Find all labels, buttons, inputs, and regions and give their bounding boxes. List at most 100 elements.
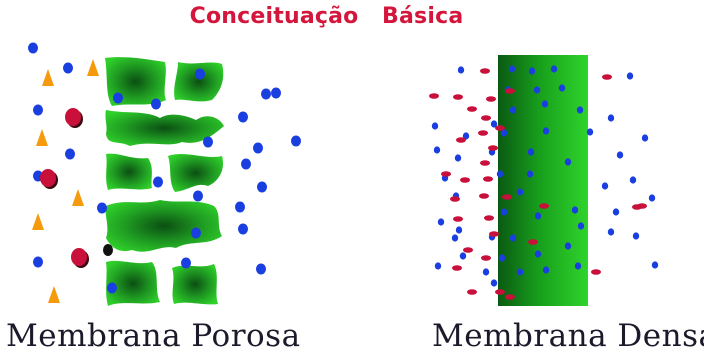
orange-triangle-icon	[42, 69, 54, 86]
orange-triangle-icon	[87, 59, 99, 76]
red-dot-icon	[483, 176, 493, 182]
red-dot-icon	[484, 215, 494, 221]
orange-triangle-icon	[72, 189, 84, 206]
red-dot-icon	[488, 145, 498, 151]
red-dot-icon	[495, 289, 505, 295]
red-dot-icon	[467, 106, 477, 112]
blue-dot-icon	[508, 65, 516, 73]
blue-dot-icon	[462, 132, 470, 140]
blue-dot-icon	[641, 134, 649, 142]
porous-membrane-caption: Membrana Porosa	[6, 318, 301, 354]
red-dot-icon	[591, 269, 601, 275]
blue-dot-icon	[632, 232, 640, 240]
red-dot-icon	[456, 137, 466, 143]
blue-dot-icon	[626, 72, 634, 80]
blue-dot-icon	[33, 104, 43, 116]
dense-membrane-caption: Membrana Densa	[432, 318, 704, 354]
blue-dot-icon	[63, 62, 73, 74]
blue-dot-icon	[193, 190, 203, 202]
red-dot-icon	[453, 216, 463, 222]
blue-dot-icon	[607, 228, 615, 236]
membrane-block	[105, 200, 222, 252]
dense-membrane	[498, 55, 588, 306]
red-dot-icon	[480, 68, 490, 74]
red-dot-icon	[460, 177, 470, 183]
red-dot-icon	[71, 248, 87, 266]
orange-triangle-icon	[36, 129, 48, 146]
blue-dot-icon	[496, 170, 504, 178]
blue-dot-icon	[482, 268, 490, 276]
blue-dot-icon	[257, 181, 267, 193]
blue-dot-icon	[629, 176, 637, 184]
orange-triangle-icon	[48, 286, 60, 303]
blue-dot-icon	[490, 120, 498, 128]
red-dot-icon	[450, 196, 460, 202]
red-dot-icon	[602, 74, 612, 80]
blue-dot-icon	[97, 202, 107, 214]
blue-dot-icon	[607, 114, 615, 122]
blue-dot-icon	[534, 250, 542, 258]
blue-dot-icon	[459, 252, 467, 260]
blue-dot-icon	[616, 151, 624, 159]
red-dot-icon	[40, 169, 56, 187]
blue-dot-icon	[500, 129, 508, 137]
blue-dot-icon	[437, 218, 445, 226]
blue-dot-icon	[203, 136, 213, 148]
red-dot-icon	[479, 193, 489, 199]
blue-dot-icon	[238, 111, 248, 123]
blue-dot-icon	[433, 146, 441, 154]
membrane-block	[168, 154, 224, 192]
blue-dot-icon	[526, 170, 534, 178]
blue-dot-icon	[576, 106, 584, 114]
membrane-block	[106, 260, 160, 306]
orange-triangle-icon	[32, 213, 44, 230]
blue-dot-icon	[500, 208, 508, 216]
blue-dot-icon	[550, 65, 558, 73]
blue-dot-icon	[509, 106, 517, 114]
blue-dot-icon	[577, 222, 585, 230]
porous-membrane	[105, 57, 224, 306]
blue-dot-icon	[564, 242, 572, 250]
blue-dot-icon	[564, 158, 572, 166]
blue-dot-icon	[153, 176, 163, 188]
blue-dot-icon	[534, 212, 542, 220]
blue-dot-icon	[457, 66, 465, 74]
blue-dot-icon	[558, 84, 566, 92]
blue-dot-icon	[256, 263, 266, 275]
red-dot-icon	[467, 289, 477, 295]
blue-dot-icon	[541, 100, 549, 108]
blue-dot-icon	[271, 87, 281, 99]
blue-dot-icon	[291, 135, 301, 147]
blue-dot-icon	[253, 142, 263, 154]
blue-dot-icon	[601, 182, 609, 190]
red-dot-icon	[441, 171, 451, 177]
red-dot-icon	[502, 194, 512, 200]
membrane-block	[174, 62, 224, 102]
blue-dot-icon	[586, 128, 594, 136]
blue-dot-icon	[241, 158, 251, 170]
red-dot-icon	[637, 203, 647, 209]
red-dot-icon	[495, 125, 505, 131]
red-dot-icon	[505, 294, 515, 300]
red-dot-icon	[481, 115, 491, 121]
blue-dot-icon	[527, 148, 535, 156]
black-dot-icon	[103, 244, 113, 256]
red-dot-icon	[463, 247, 473, 253]
red-dot-icon	[480, 160, 490, 166]
blue-dot-icon	[454, 154, 462, 162]
red-dot-icon	[65, 108, 81, 126]
red-dot-icon	[478, 130, 488, 136]
red-dot-icon	[453, 94, 463, 100]
blue-dot-icon	[181, 257, 191, 269]
blue-dot-icon	[542, 127, 550, 135]
blue-dot-icon	[651, 261, 659, 269]
blue-dot-icon	[431, 122, 439, 130]
blue-dot-icon	[509, 234, 517, 242]
blue-dot-icon	[574, 262, 582, 270]
blue-dot-icon	[451, 234, 459, 242]
blue-dot-icon	[235, 201, 245, 213]
red-dot-icon	[539, 203, 549, 209]
blue-dot-icon	[612, 208, 620, 216]
blue-dot-icon	[33, 256, 43, 268]
blue-dot-icon	[113, 92, 123, 104]
